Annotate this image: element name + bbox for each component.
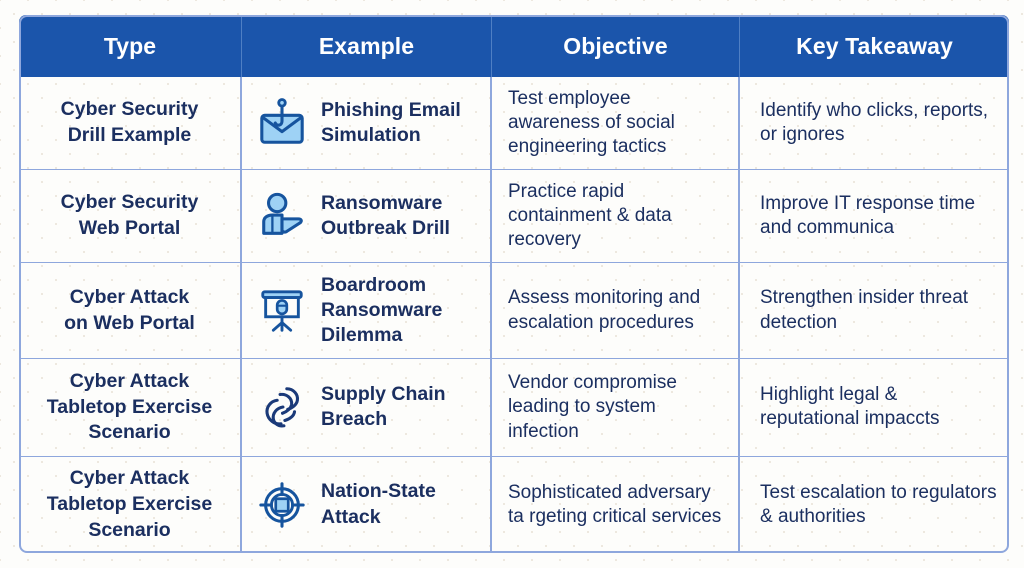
- cell-objective: Practice rapid containment & data recove…: [492, 170, 740, 264]
- cell-objective: Assess monitoring and escalation procedu…: [492, 263, 740, 360]
- cell-key-takeaway: Test escalation to regulators & authorit…: [760, 481, 997, 527]
- table-row: Cyber Attack on Web Portal: [19, 263, 1009, 360]
- cell-example: Boardroom Ransomware Dilemma: [242, 263, 492, 360]
- cell-type: Cyber Attack on Web Portal: [19, 263, 242, 360]
- table-row: Cyber Security Drill Example Phishing Em…: [19, 77, 1009, 171]
- example-label: Phishing Email Simulation: [321, 98, 461, 147]
- table-body: Cyber Security Drill Example Phishing Em…: [19, 77, 1009, 553]
- example-label: Ransomware Outbreak Drill: [321, 191, 450, 240]
- phishing-envelope-hook-icon: [256, 97, 308, 149]
- drill-comparison-table-container: Type Example Objective Key Takeaway Cybe…: [19, 15, 1009, 553]
- cell-type: Cyber Attack Tabletop Exercise Scenario: [19, 359, 242, 457]
- cell-key-takeaway: Identify who clicks, reports, or ignores: [740, 77, 1009, 171]
- cell-type: Cyber Attack Tabletop Exercise Scenario: [19, 456, 242, 553]
- cell-type: Cyber Security Web Portal: [19, 170, 242, 264]
- table-header: Type Example Objective Key Takeaway: [19, 15, 1009, 77]
- cell-key-takeaway: Strengthen insider threat detection: [740, 263, 1009, 360]
- example-label: Nation-State Attack: [321, 480, 436, 528]
- crosshair-target-icon: [256, 479, 308, 531]
- table-row: Cyber Security Web Portal Ransomware Out…: [19, 170, 1009, 264]
- cell-key-takeaway: Improve IT response time and communica: [740, 170, 1009, 264]
- table-row: Cyber Attack Tabletop Exercise Scenario: [19, 359, 1009, 457]
- cell-key-takeaway: Highlight legal & reputational impaccts: [740, 359, 1009, 457]
- example-label: Boardroom Ransomware Dilemma: [321, 273, 443, 347]
- column-header-type: Type: [19, 15, 242, 77]
- projector-screen-icon: [256, 285, 308, 337]
- broken-chain-link-icon: [256, 381, 308, 433]
- cell-objective: Vendor compromise leading to system infe…: [492, 359, 740, 457]
- column-header-objective: Objective: [492, 15, 740, 77]
- cell-example: Nation-State Attack: [242, 456, 492, 553]
- cell-objective: Test employee awareness of social engine…: [492, 77, 740, 171]
- presenter-person-icon: [256, 190, 308, 242]
- cell-example: Phishing Email Simulation: [242, 77, 492, 171]
- table-row: Cyber Attack Tabletop Exercise Scenario: [19, 456, 1009, 553]
- column-header-example: Example: [242, 15, 492, 77]
- cell-example: Supply Chain Breach: [242, 359, 492, 457]
- table-header-row: Type Example Objective Key Takeaway: [19, 15, 1009, 77]
- example-label: Supply Chain Breach: [321, 383, 446, 431]
- column-header-key-takeaway: Key Takeaway: [740, 15, 1009, 77]
- cell-example: Ransomware Outbreak Drill: [242, 170, 492, 264]
- drill-comparison-table: Type Example Objective Key Takeaway Cybe…: [19, 15, 1009, 553]
- cell-type: Cyber Security Drill Example: [19, 77, 242, 171]
- cell-objective: Sophisticated adversary ta rgeting criti…: [492, 456, 740, 553]
